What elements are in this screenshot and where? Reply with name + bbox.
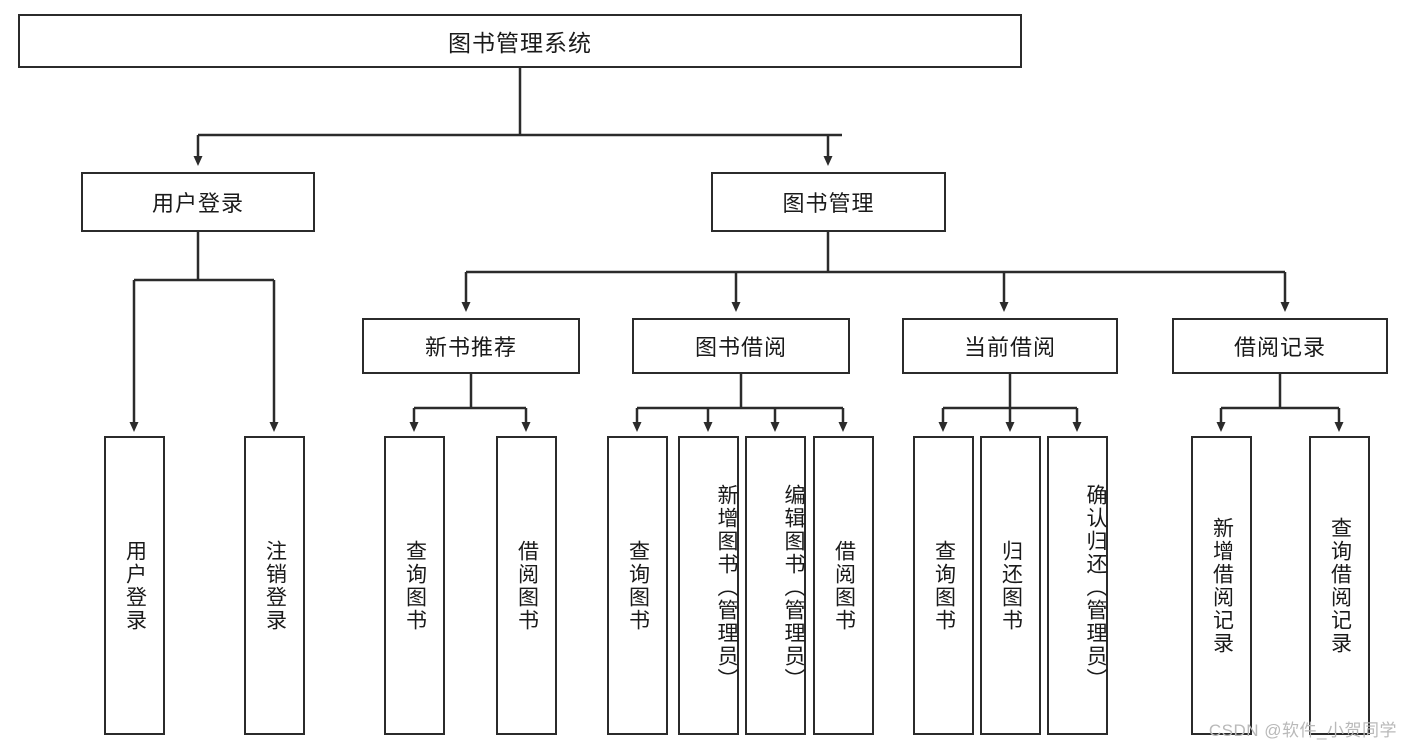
node-leaf-search-book-recommend[interactable]: 查询图书 (384, 436, 445, 735)
node-label: 编辑图书（管理员） (782, 484, 805, 691)
node-label: 确认归还（管理员） (1084, 484, 1107, 691)
node-label: 当前借阅 (963, 335, 1056, 360)
node-label: 查询借阅记录 (1328, 516, 1352, 655)
node-label: 归还图书 (999, 539, 1023, 632)
node-label: 注销登录 (263, 539, 287, 632)
node-label: 借阅图书 (515, 539, 539, 632)
node-label: 查询图书 (403, 539, 427, 632)
node-book-management[interactable]: 图书管理 (711, 172, 946, 232)
node-leaf-edit-book-admin[interactable]: 编辑图书（管理员） (745, 436, 806, 735)
node-leaf-add-borrow-record[interactable]: 新增借阅记录 (1191, 436, 1252, 735)
node-label: 查询图书 (626, 539, 650, 632)
node-leaf-logout[interactable]: 注销登录 (244, 436, 305, 735)
node-label: 用户登录 (151, 191, 244, 216)
node-user-login[interactable]: 用户登录 (81, 172, 315, 232)
node-leaf-confirm-return-admin[interactable]: 确认归还（管理员） (1047, 436, 1108, 735)
node-label: 图书借阅 (694, 335, 787, 360)
node-leaf-borrow-book[interactable]: 借阅图书 (813, 436, 874, 735)
node-label: 借阅记录 (1233, 335, 1326, 360)
node-current-borrow[interactable]: 当前借阅 (902, 318, 1118, 374)
node-book-borrow[interactable]: 图书借阅 (632, 318, 850, 374)
node-label: 新增图书（管理员） (715, 484, 738, 691)
node-label: 查询图书 (932, 539, 956, 632)
node-leaf-search-borrow-record[interactable]: 查询借阅记录 (1309, 436, 1370, 735)
node-borrow-record[interactable]: 借阅记录 (1172, 318, 1388, 374)
node-label: 借阅图书 (832, 539, 856, 632)
node-leaf-search-book-current[interactable]: 查询图书 (913, 436, 974, 735)
node-leaf-borrow-book-recommend[interactable]: 借阅图书 (496, 436, 557, 735)
node-leaf-search-book-borrow[interactable]: 查询图书 (607, 436, 668, 735)
node-leaf-return-book[interactable]: 归还图书 (980, 436, 1041, 735)
node-label: 图书管理 (782, 191, 875, 216)
node-label: 新增借阅记录 (1210, 516, 1234, 655)
node-leaf-add-book-admin[interactable]: 新增图书（管理员） (678, 436, 739, 735)
node-book-management-system[interactable]: 图书管理系统 (18, 14, 1022, 68)
node-leaf-user-login[interactable]: 用户登录 (104, 436, 165, 735)
node-label: 图书管理系统 (448, 30, 592, 56)
node-label: 新书推荐 (424, 335, 517, 360)
node-label: 用户登录 (123, 539, 147, 632)
node-new-book-recommend[interactable]: 新书推荐 (362, 318, 580, 374)
csdn-watermark: CSDN @软件_小贺同学 (1208, 721, 1397, 740)
